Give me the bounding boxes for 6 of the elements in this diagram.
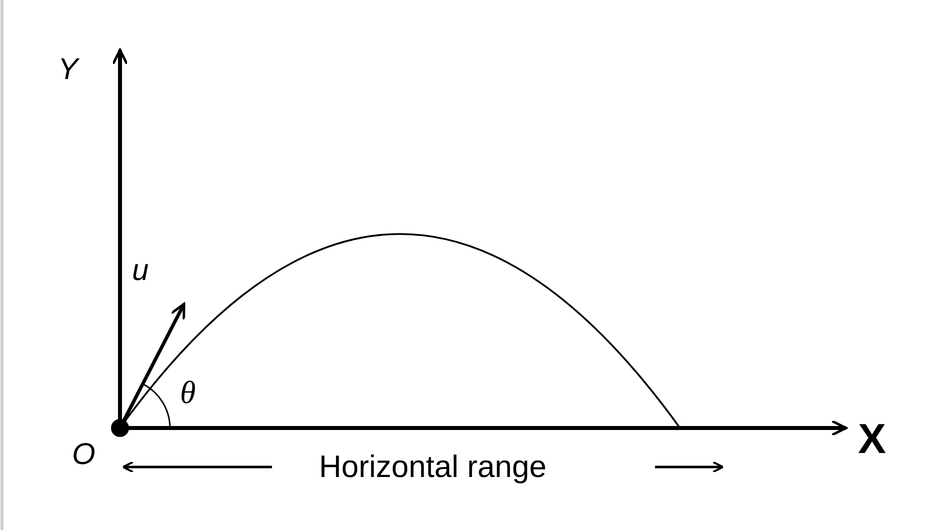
range-label: Horizontal range xyxy=(319,451,546,482)
axis-label: X xyxy=(858,418,886,460)
angle-label: θ xyxy=(180,376,196,408)
axis-label: Y xyxy=(58,55,78,85)
velocity-label: u xyxy=(132,256,149,286)
origin-label: O xyxy=(72,440,96,470)
